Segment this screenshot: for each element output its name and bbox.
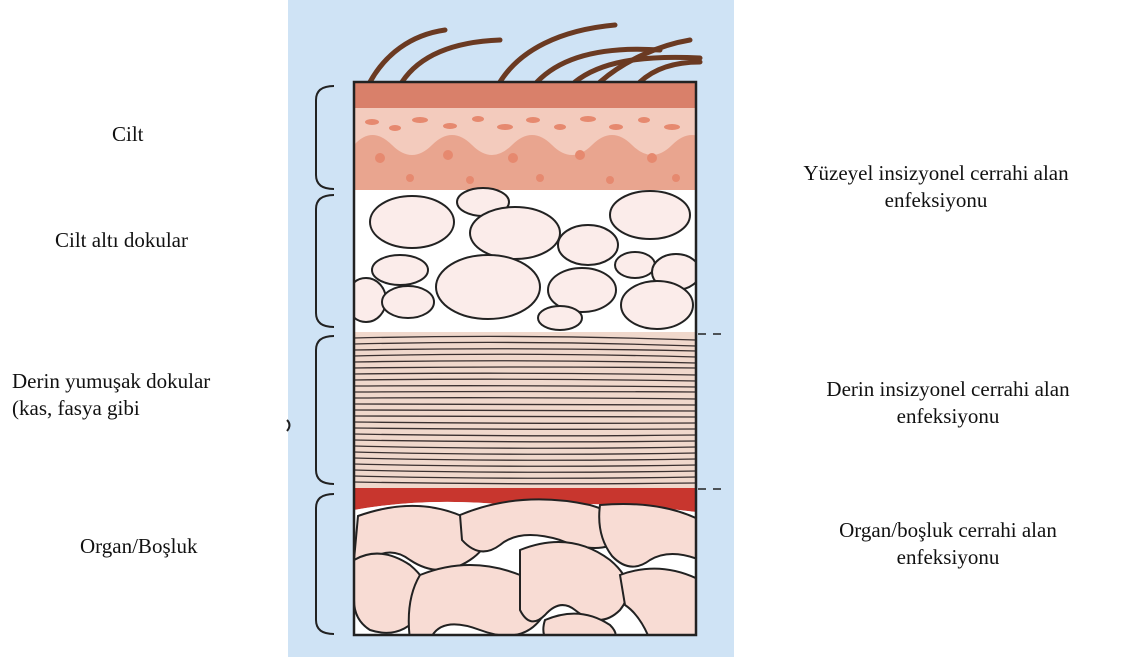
organ-layer: [354, 499, 700, 645]
layer-label-deep-soft-tissue: Derin yumuşak dokular (kas, fasya gibi: [12, 368, 210, 422]
infection-label-organ-space: Organ/boşluk cerrahi alan enfeksiyonu: [790, 517, 1106, 571]
infection-label-superficial: Yüzeyel insizyonel cerrahi alan enfeksiy…: [768, 160, 1104, 214]
layer-label-organ-space: Organ/Boşluk: [80, 533, 197, 560]
muscle-layer: [354, 332, 696, 488]
infection-label-deep: Derin insizyonel cerrahi alan enfeksiyon…: [777, 376, 1119, 430]
layer-label-skin: Cilt: [112, 121, 144, 148]
layer-label-subcutaneous: Cilt altı dokular: [55, 227, 188, 254]
subcutaneous-layer: [346, 188, 700, 332]
skin-layer: [354, 82, 712, 190]
